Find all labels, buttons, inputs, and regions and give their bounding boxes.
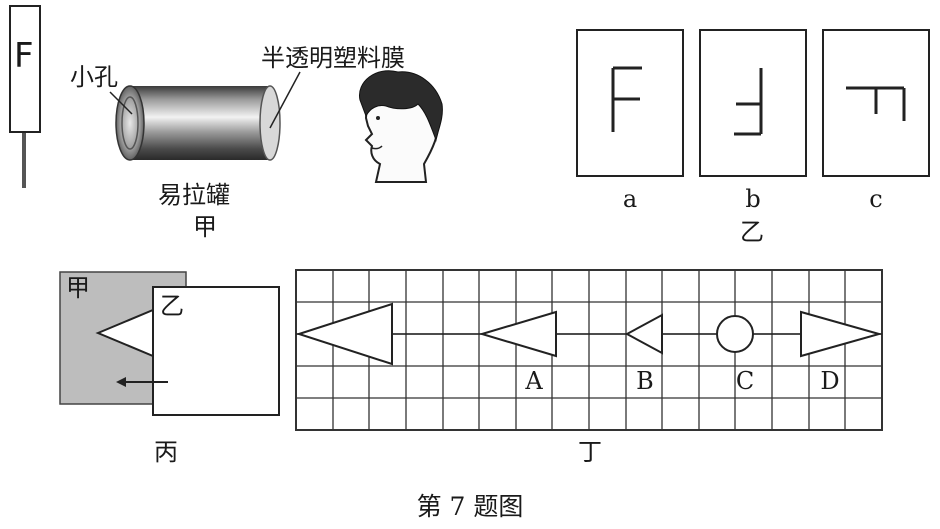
mark-d: D xyxy=(820,367,840,395)
large-triangle xyxy=(295,302,393,366)
film-leader-line xyxy=(269,71,301,129)
image-f-upright xyxy=(611,66,642,132)
hole-label: 小孔 xyxy=(70,63,118,91)
yi-option-c xyxy=(822,29,930,177)
left-arrow-icon xyxy=(116,377,126,387)
f-card-letter: F xyxy=(14,36,34,76)
mark-a: A xyxy=(525,367,543,395)
yi-option-b xyxy=(699,29,807,177)
back-sheet-label: 甲 xyxy=(66,274,90,302)
observer-head-icon xyxy=(359,70,443,183)
hole-leader-line xyxy=(109,91,133,115)
film-label: 半透明塑料膜 xyxy=(261,44,405,72)
translucent-film xyxy=(259,85,281,161)
triangle-d xyxy=(800,310,883,358)
option-a-label: a xyxy=(622,185,638,213)
image-f-rotated-180 xyxy=(734,68,763,136)
can xyxy=(109,71,301,161)
triangle-shape xyxy=(95,308,154,358)
bing-sheets xyxy=(59,271,280,416)
f-card xyxy=(9,5,41,133)
image-f-rotated xyxy=(846,86,906,121)
yi-option-a xyxy=(576,29,684,177)
option-c-label: c xyxy=(869,185,883,213)
circle-c xyxy=(716,315,754,353)
front-sheet xyxy=(152,286,280,416)
figure-caption: 第 7 题图 xyxy=(416,492,524,521)
triangle-a xyxy=(478,310,557,358)
mark-b: B xyxy=(636,367,654,395)
panel-jia-caption: 甲 xyxy=(193,213,217,241)
panel-ding-caption: 丁 xyxy=(578,438,602,466)
option-b-label: b xyxy=(745,185,761,213)
f-card-on-stand xyxy=(9,5,41,188)
panel-yi-caption: 乙 xyxy=(740,218,764,246)
front-sheet-label: 乙 xyxy=(160,292,184,320)
triangle-b xyxy=(624,313,663,355)
mark-c: C xyxy=(735,367,755,395)
ding-shapes xyxy=(295,302,883,366)
can-label: 易拉罐 xyxy=(158,181,230,209)
can-body xyxy=(130,86,270,160)
panel-bing-caption: 丙 xyxy=(154,438,178,466)
